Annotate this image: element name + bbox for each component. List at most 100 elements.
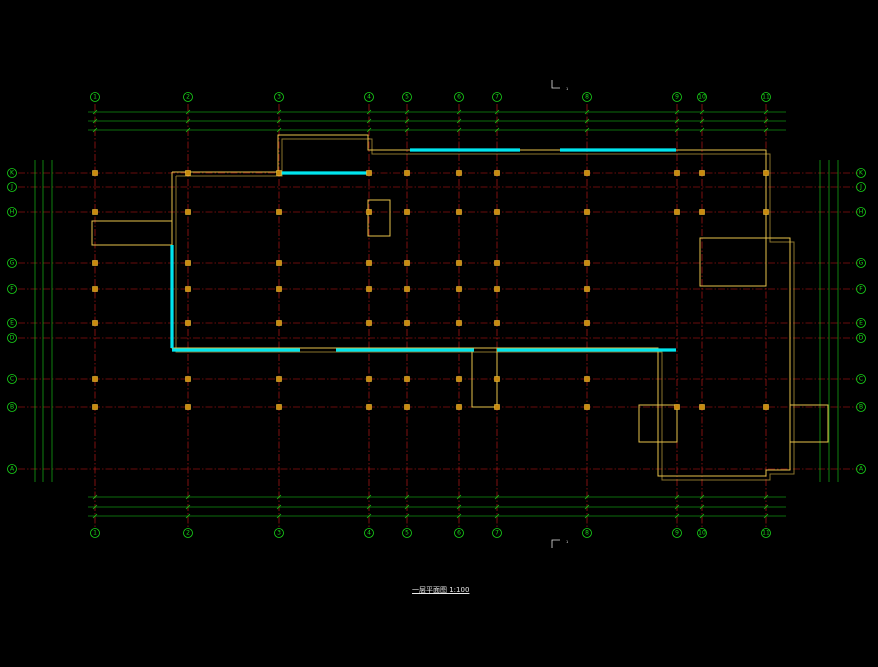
axis-bubble-circle <box>454 92 464 102</box>
dimension-tick <box>763 118 769 124</box>
axis-bubble-circle <box>856 258 866 268</box>
axis-bubble-circle <box>856 207 866 217</box>
axis-bubble-label: J <box>859 184 862 191</box>
drawing-title: 一层平面图 1:100 <box>412 586 470 594</box>
axis-bubble-circle <box>364 528 374 538</box>
axis-bubble-circle <box>183 528 193 538</box>
structural-column <box>456 209 462 215</box>
axis-bubble-label: K <box>10 170 15 177</box>
structural-column <box>276 286 282 292</box>
structural-column <box>674 404 680 410</box>
axis-bubble-column: 8 <box>582 528 592 538</box>
axis-bubble-label: D <box>10 335 15 342</box>
structural-column <box>494 260 500 266</box>
axis-bubble-row: D <box>7 333 17 343</box>
dimension-tick <box>763 504 769 510</box>
axis-bubble-circle <box>761 92 771 102</box>
dimension-tick <box>366 513 372 519</box>
structural-column <box>366 404 372 410</box>
structural-column <box>276 376 282 382</box>
dimension-tick <box>276 504 282 510</box>
dimension-tick <box>584 127 590 133</box>
axis-bubble-circle <box>761 528 771 538</box>
dimension-tick <box>276 109 282 115</box>
dimension-tick <box>92 513 98 519</box>
structural-column <box>276 209 282 215</box>
dimension-tick <box>494 494 500 500</box>
axis-bubble-label: D <box>859 335 864 342</box>
structural-column <box>404 404 410 410</box>
dimension-tick <box>494 504 500 510</box>
structural-column <box>366 286 372 292</box>
axis-bubble-circle <box>582 528 592 538</box>
axis-bubble-label: A <box>10 466 15 473</box>
dimension-tick <box>185 109 191 115</box>
axis-bubble-label: C <box>859 376 863 383</box>
structural-column <box>185 320 191 326</box>
structural-column <box>276 170 282 176</box>
section-mark-label: 1 <box>566 540 568 544</box>
axis-bubble-circle <box>672 528 682 538</box>
dimension-tick <box>699 504 705 510</box>
structural-column <box>276 260 282 266</box>
axis-bubble-row: F <box>7 284 17 294</box>
axis-bubble-circle <box>582 92 592 102</box>
axis-bubble-row: D <box>856 333 866 343</box>
structural-column <box>185 170 191 176</box>
dimension-tick <box>699 494 705 500</box>
dimension-tick <box>494 109 500 115</box>
axis-bubble-column: 11 <box>761 92 771 102</box>
section-mark <box>551 539 560 548</box>
dimension-tick <box>456 109 462 115</box>
axis-bubble-row: B <box>856 402 866 412</box>
structural-column <box>456 404 462 410</box>
dimension-tick <box>404 127 410 133</box>
structural-column <box>185 376 191 382</box>
axis-bubble-column: 8 <box>582 92 592 102</box>
dimension-tick <box>366 118 372 124</box>
axis-bubble-circle <box>274 92 284 102</box>
structural-column <box>456 320 462 326</box>
axis-bubble-row: B <box>7 402 17 412</box>
axis-bubble-label: 3 <box>277 94 281 101</box>
axis-bubble-label: 2 <box>186 530 190 537</box>
axis-bubble-label: 1 <box>93 530 97 537</box>
dimension-tick <box>763 109 769 115</box>
axis-bubble-circle <box>492 528 502 538</box>
structural-column <box>456 286 462 292</box>
dimension-tick <box>92 494 98 500</box>
axis-bubble-label: E <box>10 320 14 327</box>
dimension-tick <box>366 504 372 510</box>
dimension-tick <box>276 494 282 500</box>
axis-bubble-circle <box>7 168 17 178</box>
structural-column <box>92 376 98 382</box>
axis-bubble-circle <box>697 528 707 538</box>
structural-column <box>92 404 98 410</box>
dimension-tick <box>584 504 590 510</box>
dimension-tick <box>185 118 191 124</box>
dimension-tick <box>456 513 462 519</box>
dimension-tick <box>674 504 680 510</box>
axis-bubble-label: 11 <box>762 530 770 537</box>
dimension-tick <box>404 504 410 510</box>
axis-bubble-row: K <box>7 168 17 178</box>
dimension-tick <box>404 494 410 500</box>
axis-bubble-row: C <box>7 374 17 384</box>
axis-bubble-label: 5 <box>405 94 409 101</box>
axis-bubble-label: G <box>10 260 15 267</box>
kiosk-room <box>471 347 498 408</box>
axis-bubble-label: C <box>10 376 14 383</box>
axis-bubble-column: 4 <box>364 92 374 102</box>
section-mark-label: 1 <box>566 87 568 91</box>
dimension-tick <box>456 494 462 500</box>
dimension-tick <box>763 494 769 500</box>
axis-bubble-label: 11 <box>762 94 770 101</box>
axis-bubble-column: 9 <box>672 528 682 538</box>
axis-bubble-label: 7 <box>495 94 499 101</box>
dimension-tick <box>494 513 500 519</box>
dimension-tick <box>674 513 680 519</box>
dimension-tick <box>185 504 191 510</box>
dimension-tick <box>185 494 191 500</box>
dimension-tick <box>763 127 769 133</box>
